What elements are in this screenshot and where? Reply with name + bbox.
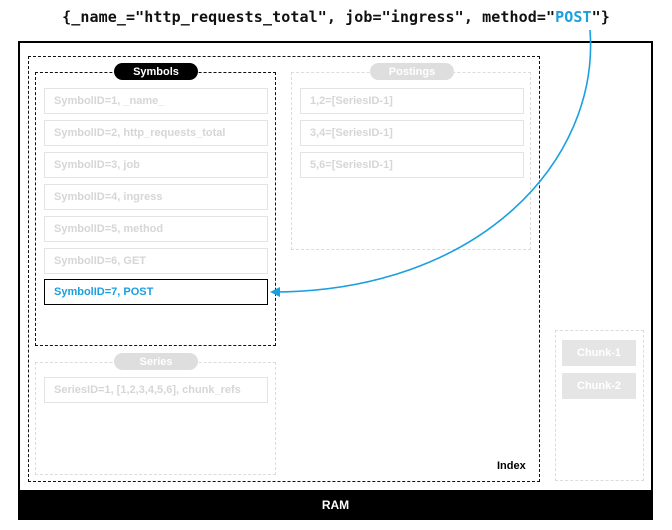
- series-item-1: SeriesID=1, [1,2,3,4,5,6], chunk_refs: [44, 377, 268, 403]
- symbol-item-3: SymbolID=3, job: [44, 152, 268, 178]
- chunks-section: [555, 330, 644, 481]
- series-query: {_name_="http_requests_total", job="ingr…: [0, 8, 672, 26]
- query-prefix: {_name_="http_requests_total", job="ingr…: [62, 8, 556, 26]
- ram-label: RAM: [18, 490, 653, 520]
- index-container: [28, 56, 540, 482]
- symbol-item-7-active: SymbolID=7, POST: [44, 279, 268, 305]
- symbol-item-4: SymbolID=4, ingress: [44, 184, 268, 210]
- symbol-item-6: SymbolID=6, GET: [44, 248, 268, 274]
- chunk-item-1: Chunk-1: [562, 340, 636, 366]
- series-title: Series: [114, 353, 198, 370]
- postings-title: Postings: [370, 63, 454, 80]
- symbols-title: Symbols: [114, 63, 198, 80]
- query-suffix: "}: [591, 8, 610, 26]
- index-label: Index: [497, 460, 526, 472]
- lookup-arrow-path: [270, 29, 592, 297]
- posting-item-1: 1,2=[SeriesID-1]: [300, 88, 524, 114]
- chunk-item-2: Chunk-2: [562, 373, 636, 399]
- symbol-item-2: SymbolID=2, http_requests_total: [44, 120, 268, 146]
- posting-item-3: 5,6=[SeriesID-1]: [300, 152, 524, 178]
- query-highlight: POST: [555, 8, 592, 26]
- posting-item-2: 3,4=[SeriesID-1]: [300, 120, 524, 146]
- symbol-item-5: SymbolID=5, method: [44, 216, 268, 242]
- symbol-item-1: SymbolID=1, _name_: [44, 88, 268, 114]
